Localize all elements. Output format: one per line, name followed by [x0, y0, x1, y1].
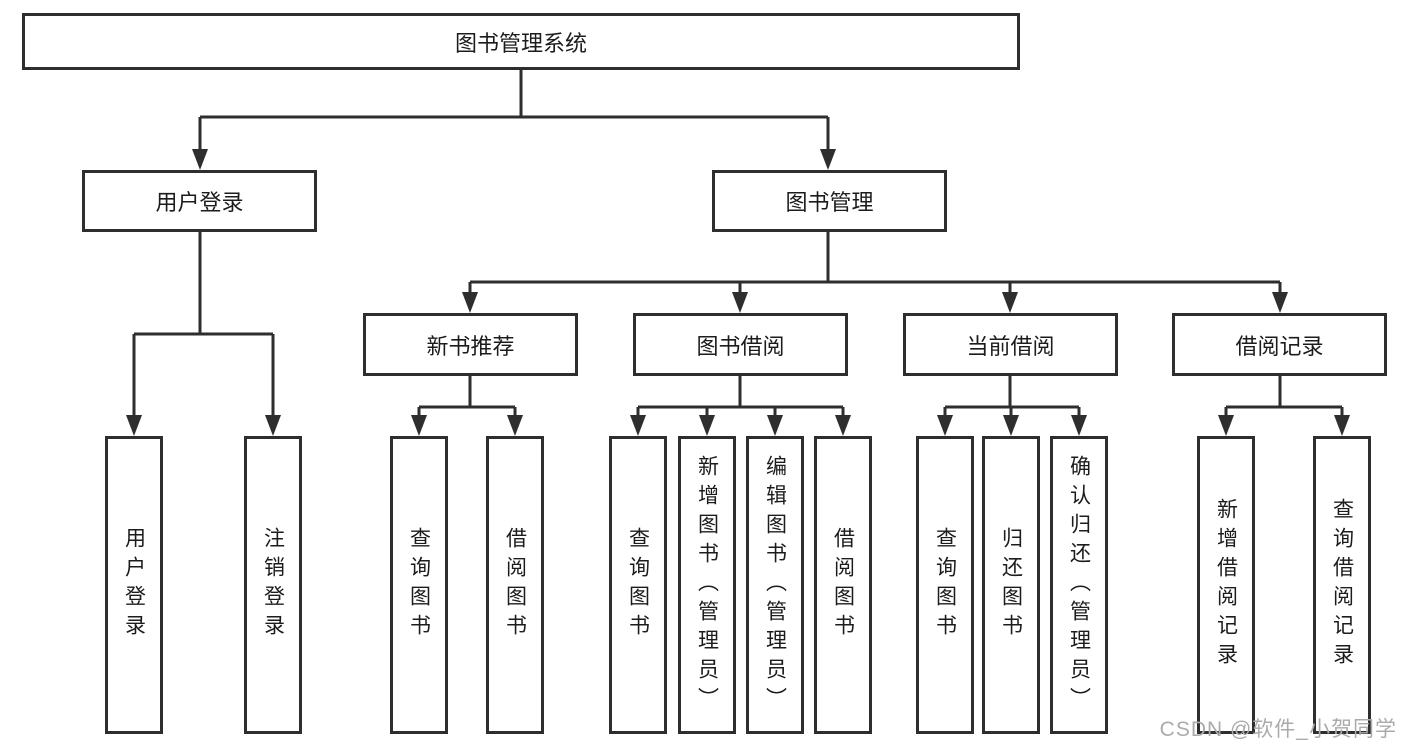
node-user-login-label: 用户登录 [155, 190, 244, 215]
leaf-confirm-return-admin-label: 确认归还（管理员） [1067, 454, 1091, 716]
leaf-add-borrow-record-label: 新增借阅记录 [1214, 498, 1238, 672]
node-book-management: 图书管理 [712, 170, 947, 232]
node-borrowing-records-label: 借阅记录 [1235, 333, 1324, 359]
node-new-book-recommend-label: 新书推荐 [426, 333, 515, 359]
leaf-query-books-borrowing-label: 查询图书 [626, 527, 650, 643]
node-new-book-recommend: 新书推荐 [363, 313, 578, 376]
leaf-edit-book-admin: 编辑图书（管理员） [746, 436, 804, 734]
leaf-query-books-recommend-label: 查询图书 [407, 527, 431, 643]
leaf-user-login: 用户登录 [105, 436, 163, 734]
node-book-borrowing-label: 图书借阅 [696, 333, 785, 359]
leaf-add-book-admin: 新增图书（管理员） [678, 436, 736, 734]
node-borrowing-records: 借阅记录 [1172, 313, 1387, 376]
arrowheads [126, 149, 1350, 436]
node-current-borrowing: 当前借阅 [903, 313, 1118, 376]
leaf-query-books-borrowing: 查询图书 [609, 436, 667, 734]
leaf-logout: 注销登录 [244, 436, 302, 734]
leaf-edit-book-admin-label: 编辑图书（管理员） [763, 454, 787, 716]
leaf-query-borrow-record-label: 查询借阅记录 [1330, 498, 1354, 672]
csdn-watermark: CSDN @软件_小贺同学 [1159, 718, 1397, 741]
leaf-query-borrow-record: 查询借阅记录 [1313, 436, 1371, 734]
node-book-borrowing: 图书借阅 [633, 313, 848, 376]
leaf-borrow-books-recommend: 借阅图书 [486, 436, 544, 734]
leaf-add-borrow-record: 新增借阅记录 [1197, 436, 1255, 734]
node-library-system: 图书管理系统 [22, 13, 1020, 70]
leaf-borrow-books-label: 借阅图书 [831, 527, 855, 643]
node-library-system-label: 图书管理系统 [454, 30, 587, 56]
node-user-login: 用户登录 [82, 170, 317, 232]
leaf-query-books-current-label: 查询图书 [933, 527, 957, 643]
leaf-confirm-return-admin: 确认归还（管理员） [1050, 436, 1108, 734]
leaf-add-book-admin-label: 新增图书（管理员） [695, 454, 719, 716]
leaf-borrow-books-recommend-label: 借阅图书 [503, 527, 527, 643]
node-current-borrowing-label: 当前借阅 [966, 333, 1055, 359]
leaf-borrow-books: 借阅图书 [814, 436, 872, 734]
leaf-return-book-label: 归还图书 [999, 527, 1023, 643]
leaf-return-book: 归还图书 [982, 436, 1040, 734]
leaf-query-books-current: 查询图书 [916, 436, 974, 734]
leaf-user-login-label: 用户登录 [122, 527, 146, 643]
node-book-management-label: 图书管理 [785, 190, 874, 215]
leaf-query-books-recommend: 查询图书 [390, 436, 448, 734]
leaf-logout-label: 注销登录 [261, 527, 285, 643]
